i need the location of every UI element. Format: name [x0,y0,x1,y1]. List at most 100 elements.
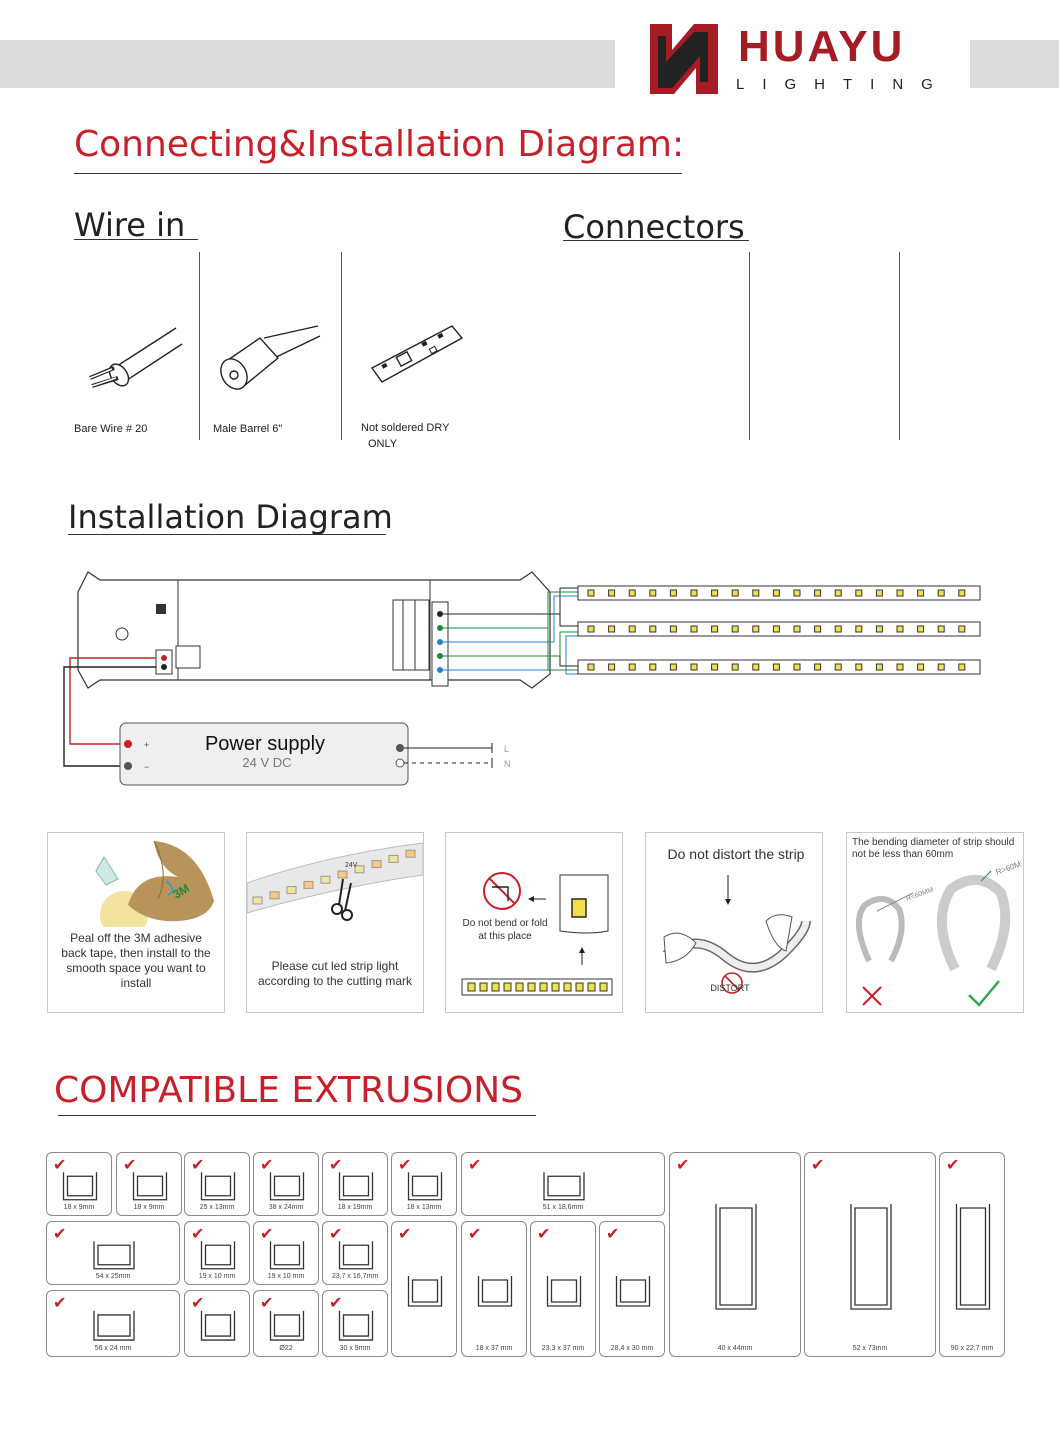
tip-text-bend: Do not bend or fold at this place [462,918,548,942]
check-icon: ✔ [468,1157,482,1174]
brand-subtitle: LIGHTING [736,76,951,93]
led-chip [875,625,883,633]
check-icon: ✔ [676,1157,690,1174]
extrusion-profile-icon [615,1276,651,1307]
led-chip [628,625,636,633]
extrusion-profile-icon [338,1310,374,1341]
extrusion-profile-cell: ✔ 18 x 19mm [322,1152,388,1216]
led-chip [711,625,719,633]
led-chip [587,625,595,633]
wire-label-strip-2: ONLY [368,438,398,450]
led-chip [649,589,657,597]
led-chip [669,625,677,633]
check-icon: ✔ [53,1157,67,1174]
led-chip [855,589,863,597]
led-chip [731,625,739,633]
huayu-logo-icon [650,24,718,94]
extrusions-underline [58,1115,536,1116]
extrusion-profile-cell: ✔ [391,1221,457,1357]
extrusion-size-label: 28,4 x 30 mm [610,1345,654,1352]
header-bar-right [970,40,1059,88]
led-chip [388,854,399,863]
installation-underline [68,534,386,535]
radius-large-label: R>60MM [995,861,1021,877]
extrusion-size-label: 18 x 37 mm [475,1345,513,1352]
check-icon: ✔ [123,1157,137,1174]
extrusion-profile-icon [543,1172,585,1201]
extrusion-profile-icon [955,1203,991,1310]
check-icon: ✔ [329,1157,343,1174]
connectors-heading: Connectors [563,208,745,246]
led-chip [269,891,280,900]
extrusion-profile-icon [338,1172,374,1201]
wire-label-bare: Bare Wire # 20 [74,423,148,435]
check-icon: ✔ [191,1226,205,1243]
led-chip [252,896,263,905]
led-chip [855,663,863,671]
extrusion-profile-icon [269,1172,305,1201]
extrusion-profile-cell: ✔23,3 x 37 mm [530,1221,596,1357]
check-icon: ✔ [398,1226,412,1243]
extrusion-size-label: 30 x 9mm [339,1345,371,1352]
led-chip [649,625,657,633]
tip-text-cut: Please cut led strip light according to … [257,959,413,988]
led-chip [793,589,801,597]
led-chip [772,589,780,597]
led-chip [937,625,945,633]
led-chip [587,982,596,992]
led-chip [814,663,822,671]
check-icon: ✔ [53,1295,67,1312]
extrusion-profile-icon [477,1276,513,1307]
header-bar-left [0,40,615,88]
check-icon: ✔ [606,1226,620,1243]
installation-heading: Installation Diagram [68,498,393,536]
led-chip [814,625,822,633]
led-chip [539,982,548,992]
divider [899,252,900,440]
extrusion-profile-cell: ✔ 23,7 x 16,7mm [322,1221,388,1285]
extrusion-profile-cell: ✔40 x 44mm [669,1152,801,1357]
extrusion-profile-icon [850,1203,892,1310]
led-chip [958,589,966,597]
led-chip [834,663,842,671]
led-chip [563,982,572,992]
check-icon: ✔ [329,1295,343,1312]
extrusion-profile-cell: ✔25 x 13mm [184,1152,250,1216]
extrusion-profile-cell: ✔ 51 x 18,6mm [461,1152,665,1216]
led-chip [286,886,297,895]
divider [199,252,200,440]
led-chip [337,870,348,879]
minus-label: − [144,762,149,772]
check-icon: ✔ [398,1157,412,1174]
extrusion-size-label: 23,7 x 16,7mm [331,1273,379,1280]
plus-label: + [144,740,149,750]
led-chip [834,625,842,633]
wire-label-barrel: Male Barrel 6" [213,423,283,435]
wire-in-underline [74,239,198,240]
page-title: Connecting&Installation Diagram: [74,124,685,165]
extrusion-profile-cell: ✔18 x 13mm [391,1152,457,1216]
tip-panel-cut: 24V Please cut led strip light according… [246,832,424,1013]
led-chip [599,982,608,992]
extrusion-profile-icon [407,1172,443,1201]
check-icon: ✔ [811,1157,825,1174]
check-icon: ✔ [329,1226,343,1243]
extrusion-size-label: 54 x 25mm [95,1273,131,1280]
extrusions-heading: COMPATIBLE EXTRUSIONS [54,1070,524,1111]
extrusion-size-label: 51 x 18,6mm [542,1204,584,1211]
extrusion-profile-icon [715,1203,757,1310]
wire-label-strip: Not soldered DRY [361,422,450,434]
extrusion-size-label: 18 x 19mm [337,1204,373,1211]
check-icon: ✔ [191,1295,205,1312]
led-chip [896,589,904,597]
extrusion-profile-icon [93,1310,135,1341]
power-supply-box [119,722,409,786]
led-chip [917,625,925,633]
check-icon: ✔ [53,1226,67,1243]
led-chip [958,663,966,671]
controller-body [77,571,551,689]
extrusion-profile-cell: ✔19 x 10 mm [253,1221,319,1285]
led-chip [731,589,739,597]
brand-name: HUAYU [738,22,906,71]
led-chip [752,663,760,671]
